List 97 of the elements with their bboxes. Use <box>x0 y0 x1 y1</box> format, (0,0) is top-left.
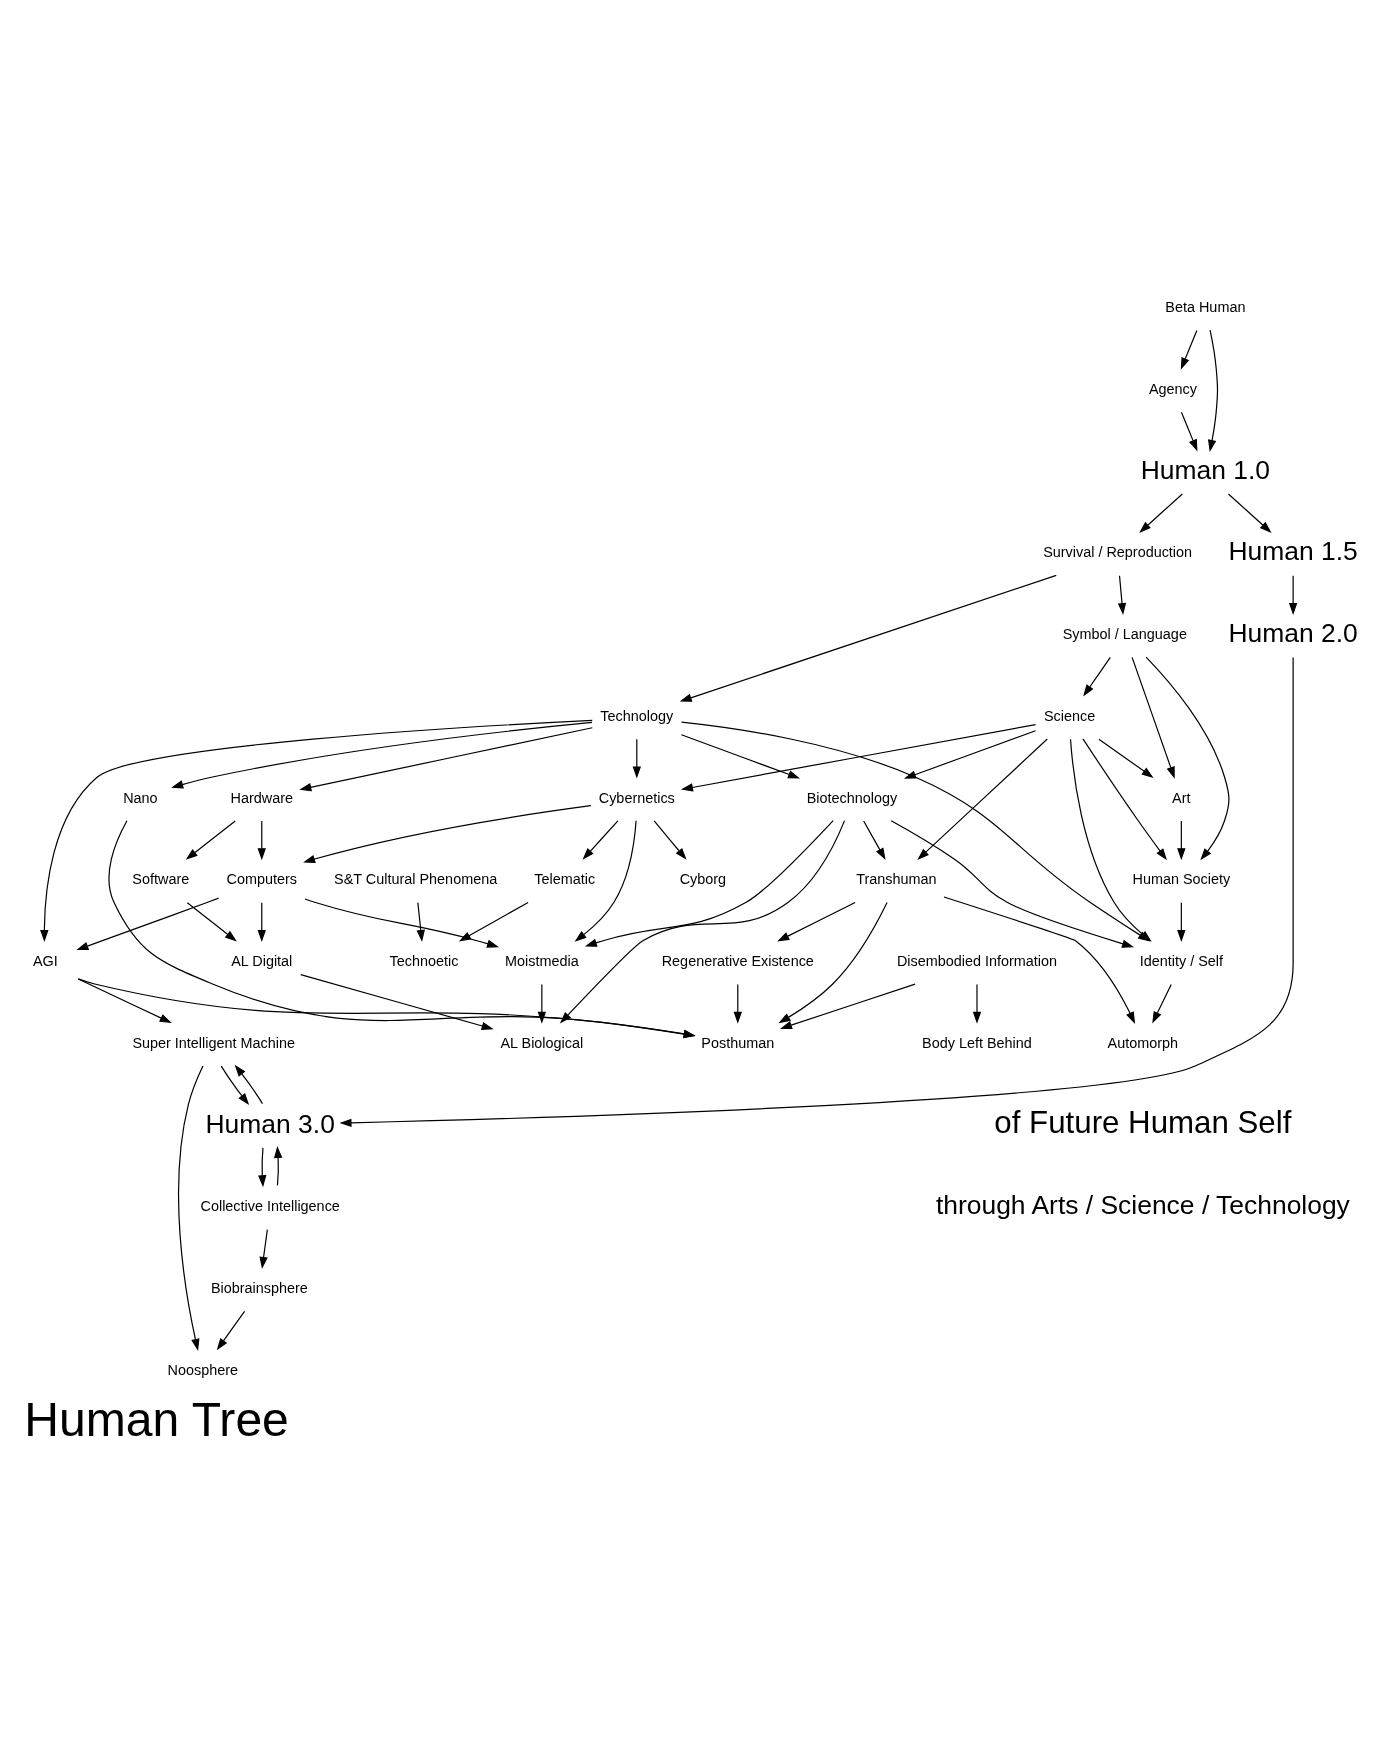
node-text: Agency <box>1148 380 1197 397</box>
arrow <box>779 983 916 1030</box>
label: through Arts / Science / Technology <box>935 1190 1350 1221</box>
node-text: Noosphere <box>167 1361 239 1378</box>
node-text: Survival / Reproduction <box>1043 544 1193 561</box>
arrow <box>582 820 619 860</box>
node-text: Beta Human <box>1165 299 1246 316</box>
node-text: Telematic <box>534 871 596 888</box>
node-text: Nano <box>123 789 158 806</box>
node-text: Transhuman <box>856 871 937 888</box>
arrow <box>1145 656 1230 861</box>
arrow <box>177 1065 204 1351</box>
arrow <box>303 805 592 863</box>
diagram-title: Human Tree <box>24 1391 289 1446</box>
arrow <box>1139 493 1183 533</box>
node-text: Automorph <box>1107 1034 1179 1051</box>
node-text: Biotechnology <box>806 789 898 806</box>
node-text: Biobrainsphere <box>210 1280 308 1297</box>
arrow <box>40 719 593 942</box>
arrow <box>108 820 696 1039</box>
arrow <box>777 901 856 942</box>
node-text: AL Biological <box>500 1034 584 1051</box>
arrow <box>778 901 888 1024</box>
arrow <box>458 901 529 942</box>
arrow <box>258 1147 267 1188</box>
arrow <box>943 896 1136 1024</box>
arrow <box>216 1310 246 1351</box>
label: of Future Human Self <box>994 1105 1292 1141</box>
arrow <box>234 1064 264 1105</box>
node-text: Human 1.0 <box>1140 454 1271 485</box>
arrow <box>1098 738 1154 779</box>
arrow <box>584 819 834 947</box>
arrow <box>1152 983 1172 1024</box>
arrow <box>574 820 637 942</box>
arrow <box>416 902 425 942</box>
node-text: Technology <box>600 707 674 724</box>
arrow <box>917 738 1048 860</box>
arrow <box>1177 820 1186 861</box>
arrow <box>1288 575 1298 616</box>
arrow <box>1082 738 1167 861</box>
arrow <box>1180 411 1198 452</box>
arrow <box>679 574 1057 702</box>
arrow <box>259 1229 268 1269</box>
arrow <box>903 730 1037 779</box>
arrow <box>1207 329 1219 452</box>
arrow <box>1083 656 1111 697</box>
node-text: Moistmedia <box>505 953 579 970</box>
arrow <box>1227 493 1272 533</box>
arrow <box>1117 575 1127 616</box>
node-text: Science <box>1043 707 1096 724</box>
arrow <box>220 1065 250 1106</box>
node-text: Super Intelligent Machine <box>132 1034 295 1051</box>
arrow <box>1180 329 1198 370</box>
node-text: Collective Intelligence <box>200 1198 340 1215</box>
arrow <box>863 820 886 861</box>
node-text: Computers <box>226 871 298 888</box>
arrow <box>257 820 266 861</box>
node-text: Regenerative Existence <box>661 953 814 970</box>
node-text: Human Society <box>1132 871 1231 888</box>
arrow <box>76 897 220 951</box>
arrow <box>1131 656 1175 779</box>
arrow <box>171 721 593 789</box>
arrow <box>890 820 1135 948</box>
node-text: Software <box>132 871 190 888</box>
node-text: Hardware <box>230 789 293 806</box>
arrow <box>653 820 687 860</box>
node-text: Human 2.0 <box>1228 618 1358 649</box>
node-text: Art <box>1172 789 1191 806</box>
node-text: Identity / Self <box>1139 953 1223 970</box>
arrow <box>77 978 172 1024</box>
arrow <box>299 727 593 792</box>
arrow <box>257 902 266 942</box>
node-text: AGI <box>32 953 58 970</box>
node-text: Cybernetics <box>598 789 675 806</box>
node-text: S&T Cultural Phenomena <box>334 871 498 888</box>
node-text: Symbol / Language <box>1062 626 1187 643</box>
arrow <box>273 1146 283 1186</box>
node-text: Human 1.5 <box>1228 536 1358 567</box>
arrow <box>339 656 1294 1128</box>
arrow <box>680 723 1037 792</box>
node-text: Body Left Behind <box>922 1034 1032 1051</box>
arrow <box>733 983 742 1024</box>
node-text: Human 3.0 <box>205 1108 335 1139</box>
arrow <box>300 974 494 1030</box>
arrow <box>304 898 500 948</box>
arrow <box>1177 902 1186 942</box>
arrow <box>680 734 801 779</box>
node-text: AL Digital <box>231 953 293 970</box>
arrow <box>77 978 696 1038</box>
node-text: Posthuman <box>701 1034 775 1051</box>
arrow <box>972 983 982 1024</box>
arrow <box>632 738 642 779</box>
arrow <box>186 902 237 942</box>
node-text: Technoetic <box>389 953 459 970</box>
node-text: Cyborg <box>679 871 727 888</box>
node-text: Disembodied Information <box>896 953 1058 970</box>
arrow <box>185 820 236 860</box>
